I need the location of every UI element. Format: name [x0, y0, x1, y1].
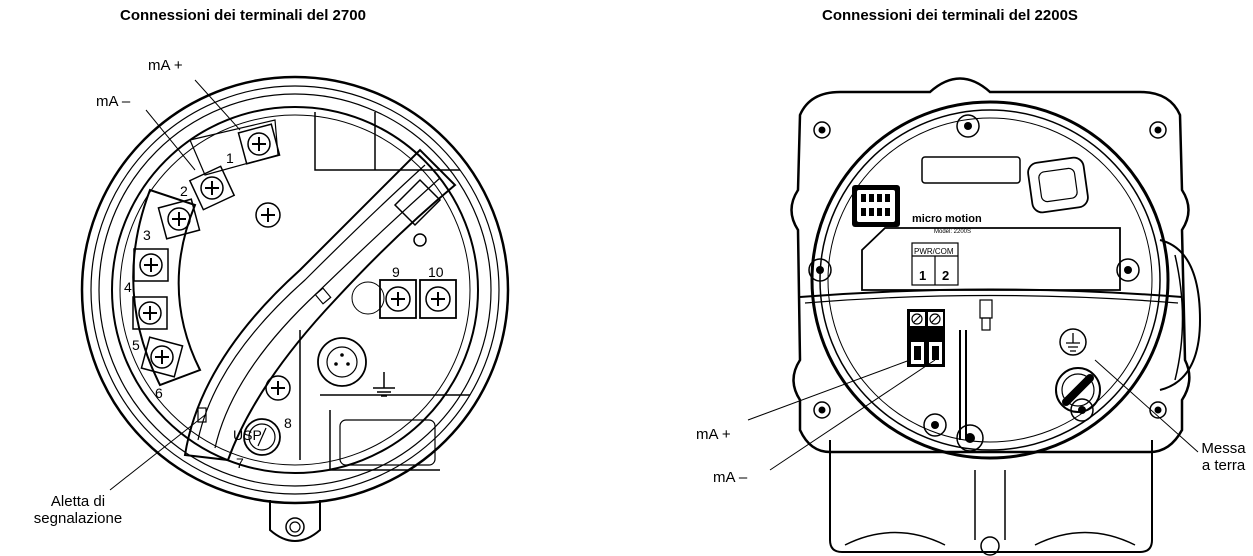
diagram-title-2200s: Connessioni dei terminali del 2200S [822, 7, 1078, 24]
callout-ma-minus-2200s: mA – [713, 469, 748, 486]
terminal-1-label: 1 [919, 268, 926, 283]
ground-connector [317, 337, 395, 397]
leader-ma-minus-2200s [769, 359, 936, 471]
callout-ground: Messa a terra [1201, 440, 1246, 474]
terminal-2-label: 2 [942, 268, 949, 283]
terminal-number-1: 1 [226, 150, 234, 166]
terminal-block [907, 309, 945, 367]
signal-flag [183, 148, 457, 462]
callout-ma-minus-2700: mA – [96, 93, 131, 110]
terminal-number-5: 5 [132, 337, 140, 353]
terminal-number-10: 10 [428, 264, 444, 280]
screw-terminals-1-6 [132, 123, 281, 378]
display-window [921, 156, 1021, 184]
terminal-number-6: 6 [155, 385, 163, 401]
ground-terminal [1055, 328, 1101, 413]
leader-ma-minus-2700 [145, 109, 196, 171]
leader-flag [109, 414, 206, 491]
connector-block [852, 185, 900, 227]
terminal-number-2: 2 [180, 183, 188, 199]
terminal-number-4: 4 [124, 279, 132, 295]
callout-ma-plus-2700: mA + [148, 57, 183, 74]
usp-label: USP [233, 427, 262, 443]
usp-service-port [243, 418, 281, 456]
terminal-number-7: 7 [236, 455, 244, 471]
callout-ma-plus-2200s: mA + [696, 426, 731, 443]
leader-ma-plus-2200s [747, 359, 911, 421]
terminal-number-9: 9 [392, 264, 400, 280]
conduit-entries [829, 440, 1153, 556]
callout-signal-flag: Aletta di segnalazione [33, 493, 123, 527]
terminal-number-8: 8 [284, 415, 292, 431]
screw-terminals-9-10 [379, 279, 457, 319]
leader-ma-plus-2700 [194, 79, 241, 131]
terminal-header: PWR/COM [914, 247, 954, 256]
terminal-number-3: 3 [143, 227, 151, 243]
mounting-holes [813, 121, 1167, 419]
diagram-title-2700: Connessioni dei terminali del 2700 [120, 7, 366, 24]
model-label: Model: 2200S [934, 229, 971, 235]
leader-ground [1094, 359, 1199, 453]
mounting-lug [269, 500, 321, 542]
transmitter-2700: 1 2 3 4 5 6 7 8 9 10 USP [80, 75, 510, 542]
transmitter-2200s: micro motion Model: 2200S PWR/COM 1 2 [747, 77, 1202, 556]
brand-logo: micro motion [912, 213, 982, 225]
